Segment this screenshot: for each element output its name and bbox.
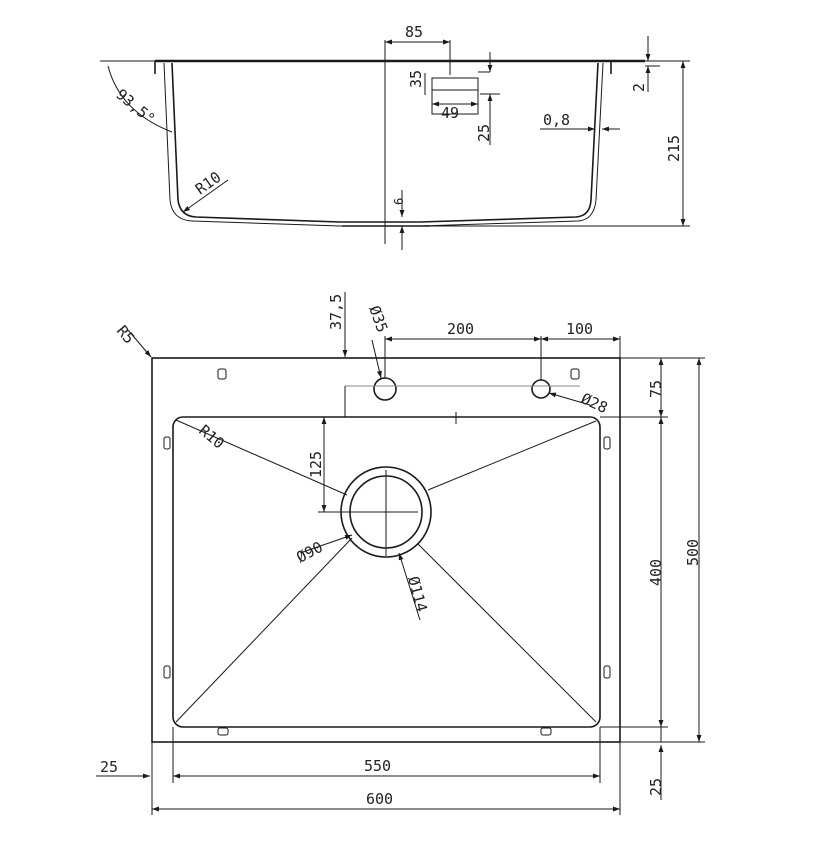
- dim-overflow-drop: 25: [475, 124, 493, 142]
- fold-line-tr: [427, 420, 597, 491]
- dim-accessory-hole-dia: Ø28: [578, 389, 610, 417]
- bowl-outline-outer: [163, 62, 604, 227]
- clip: [217, 727, 229, 736]
- dim-front-margin: 25: [647, 778, 665, 796]
- dim-inner-corner-radius: R10: [195, 421, 227, 452]
- dim-tap-hole-dia: Ø35: [365, 303, 391, 335]
- fold-line-tl: [175, 419, 348, 496]
- clip: [217, 368, 227, 380]
- fold-line-bl: [175, 537, 353, 723]
- accessory-hole: [531, 379, 551, 399]
- dim-tap-width: 85: [405, 23, 423, 41]
- dim-overall-width: 600: [366, 790, 393, 808]
- dim-deck-depth: 75: [647, 380, 665, 398]
- clip: [603, 665, 611, 679]
- d35-leader: [371, 339, 382, 379]
- mounting-clips: [163, 368, 611, 736]
- dim-bottom-slope: 6: [392, 198, 406, 205]
- angle-arc: [107, 65, 173, 133]
- dim-tap-depth: 35: [407, 70, 425, 88]
- clip: [163, 436, 171, 450]
- dim-bowl-depth: 215: [665, 135, 683, 162]
- dim-hole-to-edge: 100: [566, 320, 593, 338]
- outer-rim: [151, 357, 621, 743]
- dim-rim-thickness: 2: [630, 83, 648, 92]
- r10-leader: [182, 179, 229, 213]
- dim-corner-radius: R10: [192, 168, 225, 198]
- dim-wall-angle: 93,5°: [112, 85, 158, 128]
- dim-overflow-width: 49: [441, 104, 459, 122]
- r5-leader: [127, 329, 152, 358]
- bowl-outline: [171, 62, 599, 223]
- inner-bowl: [172, 416, 601, 728]
- dim-drain-offset: 37,5: [327, 294, 345, 330]
- fold-line-br: [417, 543, 597, 723]
- dim-side-margin: 25: [100, 758, 118, 776]
- d28-leader: [548, 392, 591, 406]
- d114-leader: [398, 552, 421, 621]
- dim-flange-dia: Ø114: [404, 574, 431, 614]
- clip: [603, 436, 611, 450]
- plan-view: R5 37,5 Ø35 200 100 75 Ø28 R10 125: [96, 292, 705, 815]
- section-view: 85 35 49 25 0,8 2 215 93,5° R10: [100, 23, 690, 250]
- dim-outer-radius: R5: [113, 322, 138, 347]
- clip: [570, 368, 580, 380]
- clip: [540, 727, 552, 736]
- dim-bowl-width: 550: [364, 757, 391, 775]
- dim-drain-to-front: 125: [307, 451, 325, 478]
- dim-drain-dia: Ø90: [293, 538, 325, 567]
- dim-wall-thickness: 0,8: [543, 111, 570, 129]
- d90-leader: [299, 534, 353, 554]
- dim-overall-depth: 500: [684, 539, 702, 566]
- dim-hole-spacing: 200: [447, 320, 474, 338]
- tap-hole: [373, 377, 397, 401]
- dim-bowl-depth-plan: 400: [647, 559, 665, 586]
- clip: [163, 665, 171, 679]
